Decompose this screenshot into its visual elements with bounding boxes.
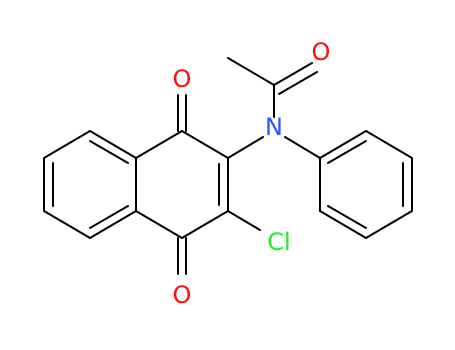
bond-benzo-5 — [89, 210, 137, 239]
atom-label-oxygen-acetyl: O — [312, 38, 331, 66]
bond-benzo-4 — [43, 210, 91, 239]
bond-benzo-1 — [89, 130, 137, 159]
bond-phenyl-4 — [365, 210, 413, 239]
bond-c3-cl — [227, 210, 261, 231]
bond-phenyl-5 — [319, 210, 367, 239]
bond-c4-c4a — [135, 210, 183, 239]
bond-n-c2 — [227, 136, 264, 159]
bond-phenyl-5-inner — [327, 205, 367, 229]
bond-c3-c4 — [181, 210, 229, 239]
bond-phenyl-1-inner — [327, 140, 367, 164]
atom-label-oxygen-top: O — [173, 65, 192, 93]
bond-phenyl-1 — [319, 130, 367, 159]
bond-carbonyl-o-1 — [273, 62, 313, 86]
bond-c8a-c1 — [135, 130, 183, 159]
atom-label-nitrogen: N — [265, 113, 283, 141]
atom-label-oxygen-bottom: O — [173, 281, 192, 309]
bond-phenyl-2 — [365, 130, 413, 159]
bond-methyl-carbonyl — [227, 57, 275, 86]
atom-label-chlorine: Cl — [267, 228, 290, 256]
bond-layer — [43, 57, 413, 275]
bond-benzo-2 — [43, 130, 91, 159]
bond-c1-c2 — [181, 130, 229, 159]
bond-carbonyl-o-2 — [278, 71, 318, 95]
bond-benzo-5-inner — [89, 205, 129, 229]
bond-benzo-1-inner — [89, 140, 129, 164]
atom-label-layer: O N O O Cl — [173, 38, 331, 309]
bond-n-phenyl — [284, 136, 321, 159]
